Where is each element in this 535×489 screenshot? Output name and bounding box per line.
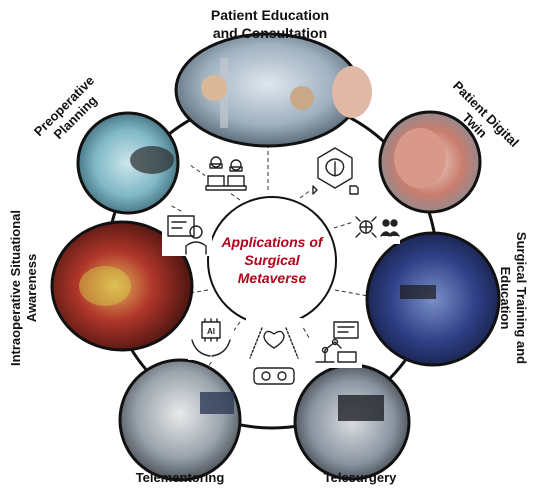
node-patient-digital-twin: [378, 110, 482, 214]
telesurgery-photo: [293, 363, 411, 481]
node-surgical-training: [365, 231, 501, 367]
ai-hands-icon: AI: [188, 318, 234, 360]
brain-digital-twin-icon: [310, 145, 360, 195]
svg-text:AI: AI: [207, 327, 215, 336]
label-patient-education: Patient Education and Consultation: [211, 7, 329, 41]
surgical-training-label-line-1: Surgical Training and: [514, 232, 529, 364]
vr-headset-heart-icon: [246, 318, 302, 390]
node-preoperative: [76, 111, 180, 215]
intraoperative-label-line-2: Awareness: [24, 254, 39, 322]
intraoperative-label-line-1: Intraoperative Situational: [8, 210, 23, 366]
center-label-line-3: Metaverse: [238, 270, 307, 286]
doctor-screen-icon: [162, 212, 212, 256]
telesurgery-label: Telesurgery: [324, 470, 398, 485]
telementoring-label: Telementoring: [136, 470, 225, 485]
intraoperative-photo: [50, 220, 194, 352]
vr-consultation-icon: [205, 152, 247, 192]
center-label-line-2: Surgical: [244, 252, 300, 268]
label-intraoperative: Intraoperative Situational Awareness: [8, 210, 39, 366]
node-patient-education: [174, 32, 372, 148]
label-surgical-training: Surgical Training and Education: [498, 232, 529, 364]
center-label-line-1: Applications of: [220, 234, 323, 250]
robotic-arm-icon: [310, 318, 362, 368]
network-people-icon: [352, 210, 400, 244]
telementoring-photo: [118, 358, 242, 482]
node-telementoring: [118, 358, 242, 482]
node-intraoperative: [50, 220, 194, 352]
patient-education-label-line-1: Patient Education: [211, 7, 329, 23]
node-telesurgery: [293, 363, 411, 481]
surgical-training-label-line-2: Education: [498, 267, 513, 330]
preoperative-photo: [76, 111, 180, 215]
patient-education-label-line-2: and Consultation: [213, 25, 327, 41]
